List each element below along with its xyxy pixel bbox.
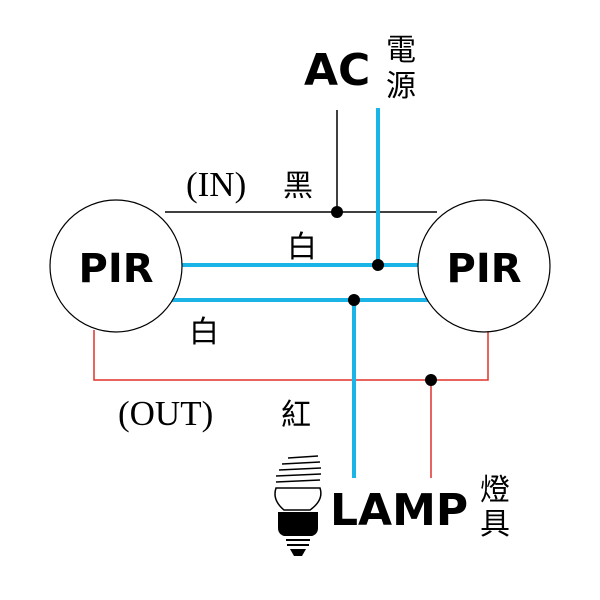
white-label-top: 白	[287, 230, 317, 265]
red-wire-out	[93, 330, 489, 381]
junction-blue-lower	[348, 294, 360, 306]
out-cjk: 紅	[281, 398, 311, 433]
junction-black	[331, 206, 343, 218]
ac-cjk-2: 源	[386, 69, 416, 104]
pir-left-label: PIR	[79, 246, 154, 292]
black-wires	[165, 110, 437, 213]
white-label-bottom: 白	[189, 315, 219, 350]
out-label: (OUT)	[118, 394, 213, 433]
lamp-cjk-1: 燈	[480, 473, 510, 508]
ac-label: AC	[304, 45, 370, 96]
in-label: (IN)	[186, 165, 246, 204]
pir-right-circle	[417, 199, 551, 333]
ac-cjk-1: 電	[386, 33, 416, 68]
pir-left-circle	[49, 199, 183, 333]
junction-red	[425, 374, 437, 386]
pir-left: PIR	[49, 199, 183, 333]
pir-right: PIR	[417, 199, 551, 333]
in-cjk: 黑	[283, 169, 313, 204]
lamp-label: LAMP	[330, 485, 468, 536]
red-wires	[93, 330, 489, 478]
junction-blue-upper	[372, 259, 384, 271]
junctions	[331, 206, 437, 386]
lamp-cjk-2: 具	[480, 507, 510, 542]
lamp-bulb-icon	[274, 455, 322, 556]
pir-right-label: PIR	[447, 246, 522, 292]
